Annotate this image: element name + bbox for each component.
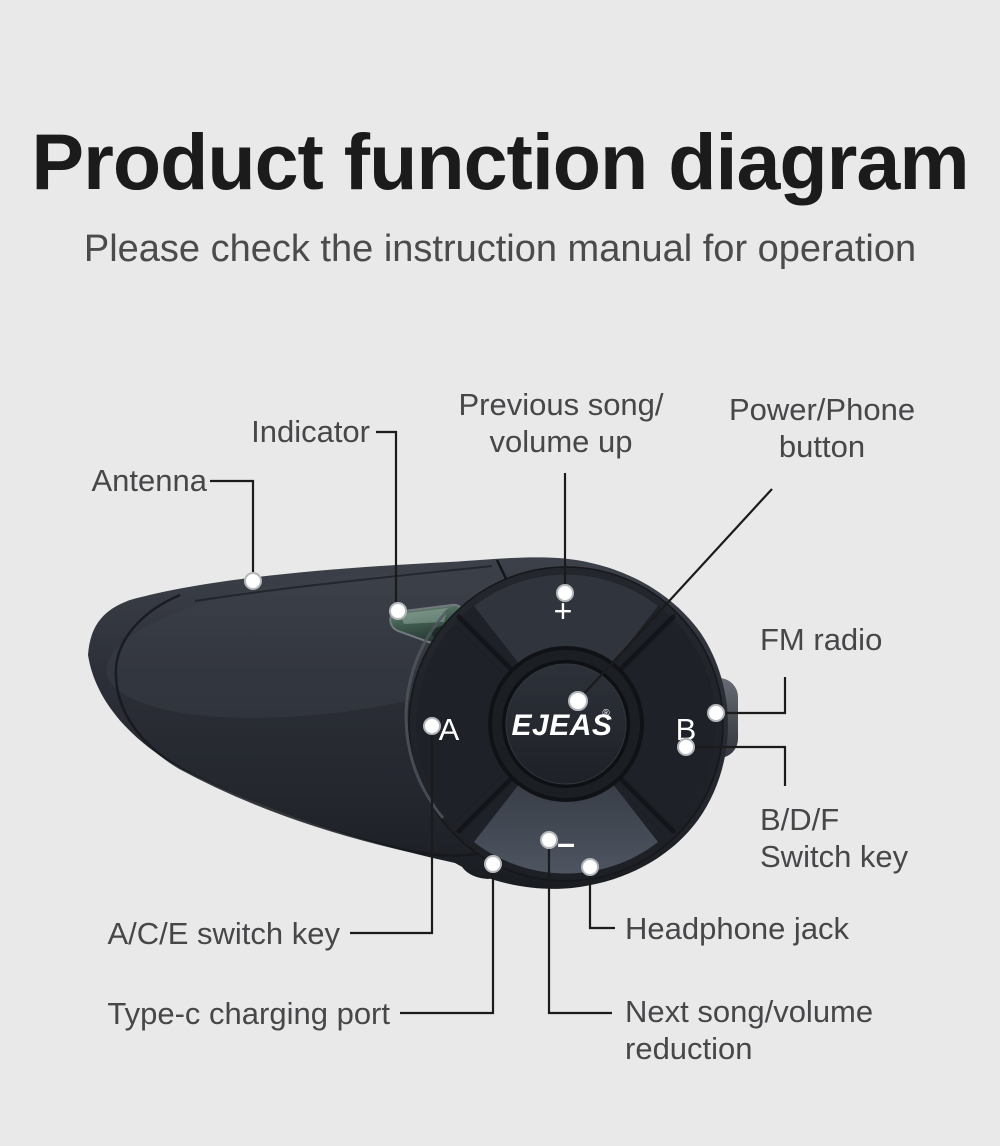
- callout-dots: [244, 572, 725, 876]
- callout-line-next-song: [547, 849, 612, 1015]
- label-power-phone-line1: Power/Phone: [728, 392, 916, 427]
- callout-lines: [210, 430, 787, 1015]
- top-panel-seam: [194, 565, 493, 602]
- callout-dot-headphone: [581, 858, 599, 876]
- label-previous-song-line1: Previous song/: [458, 387, 664, 422]
- label-previous-song-line2: volume up: [489, 424, 633, 459]
- label-power-phone-line2: button: [778, 429, 866, 464]
- page-subtitle: Please check the instruction manual for …: [83, 228, 917, 270]
- label-headphone: Headphone jack: [625, 911, 850, 946]
- callout-line-bdf-switch: [695, 745, 787, 786]
- label-next-song-line2: reduction: [625, 1031, 753, 1066]
- label-previous-song: Previous song/ volume up: [458, 386, 663, 460]
- dial-top-wedge: [474, 574, 658, 665]
- indicator-glass-glare: [400, 608, 448, 624]
- label-power-phone: Power/Phone button: [729, 391, 915, 465]
- label-next-song-line1: Next song/volume: [625, 994, 874, 1029]
- callout-dot-previous-song: [556, 584, 574, 602]
- callout-dot-antenna: [244, 572, 262, 590]
- callout-line-power-phone: [580, 488, 773, 698]
- label-fm-radio: FM radio: [760, 622, 883, 657]
- label-next-song: Next song/volume reduction: [625, 993, 873, 1067]
- brand-logo: EJEAS: [512, 709, 613, 742]
- callout-dot-type-c: [484, 855, 502, 873]
- label-type-c: Type-c charging port: [107, 996, 390, 1031]
- callout-line-ace-switch: [350, 734, 434, 935]
- center-disc: [505, 663, 627, 785]
- callout-line-antenna: [210, 479, 255, 572]
- key-a-label: A: [439, 712, 460, 747]
- label-bdf-switch-line2: Switch key: [760, 839, 909, 874]
- brand-trademark: ®: [602, 708, 610, 719]
- label-indicator: Indicator: [251, 414, 370, 449]
- dial-grooves: [456, 614, 676, 834]
- label-antenna: Antenna: [91, 463, 208, 498]
- minus-key-label: –: [557, 825, 575, 861]
- label-bdf-switch: B/D/F Switch key: [760, 801, 908, 875]
- callout-dot-bdf-switch: [677, 738, 695, 756]
- plus-key-label: +: [554, 593, 573, 629]
- device-illustration: EJEAS ® + – A B: [88, 557, 738, 889]
- control-dial: EJEAS ® + – A B: [404, 566, 724, 882]
- callout-line-headphone: [588, 876, 615, 930]
- dial-rim-highlight: [404, 608, 450, 819]
- callout-dot-next-song: [540, 831, 558, 849]
- label-bdf-switch-line1: B/D/F: [760, 802, 840, 837]
- page-title: Product function diagram: [31, 117, 969, 206]
- callout-dot-indicator: [389, 602, 407, 620]
- dial-bottom-wedge: [474, 783, 658, 874]
- label-ace-switch: A/C/E switch key: [107, 916, 340, 951]
- callout-dot-fm-radio: [707, 704, 725, 722]
- key-b-label: B: [676, 712, 697, 747]
- callout-line-indicator: [376, 430, 398, 602]
- callout-dot-power-phone: [568, 691, 588, 711]
- speaker-plate-seam: [114, 593, 506, 857]
- callout-line-fm-radio: [726, 677, 787, 715]
- callout-dot-ace-switch: [423, 717, 441, 735]
- callout-line-type-c: [400, 873, 495, 1015]
